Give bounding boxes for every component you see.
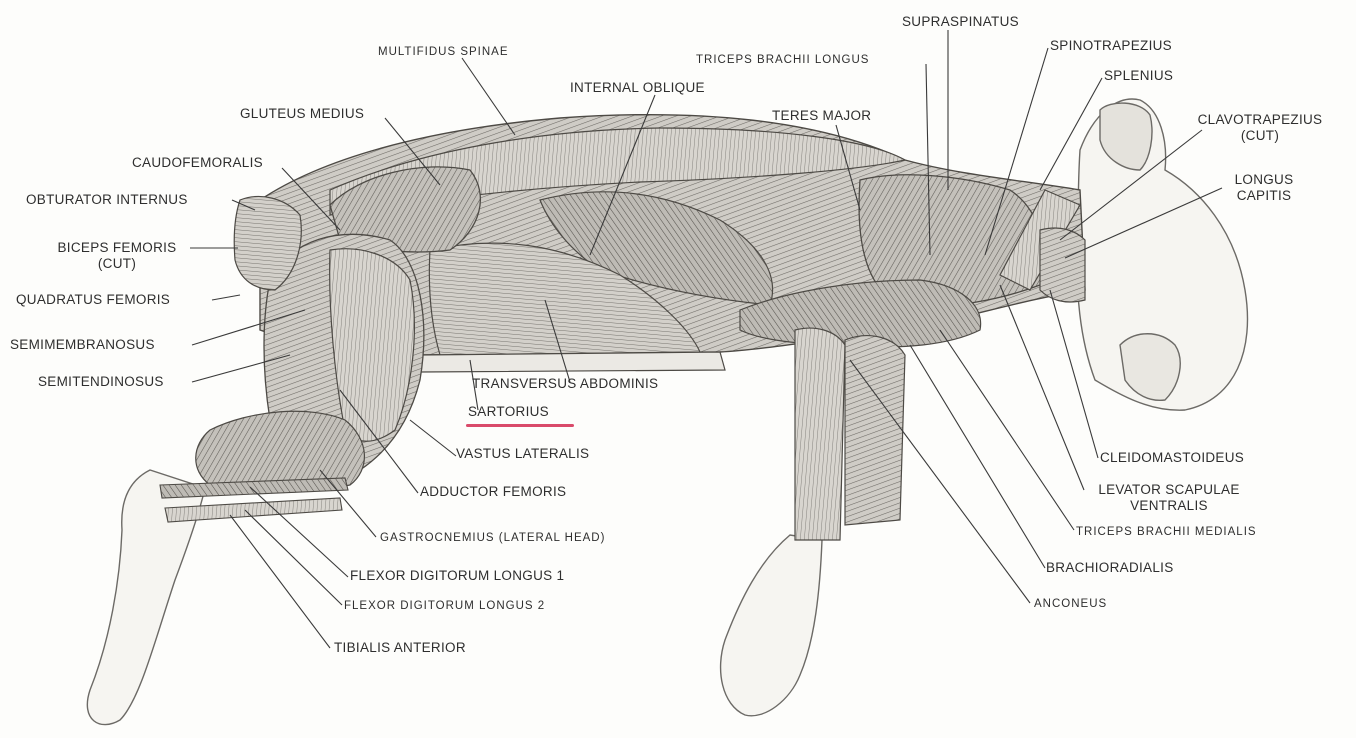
label-multifidus-spinae: MULTIFIDUS SPINAE [378, 44, 509, 60]
label-brachioradialis: BRACHIORADIALIS [1046, 560, 1174, 576]
label-gluteus-medius: GLUTEUS MEDIUS [240, 106, 364, 122]
label-vastus-lateralis: VASTUS LATERALIS [456, 446, 589, 462]
label-supraspinatus: SUPRASPINATUS [902, 14, 1019, 30]
label-tibialis-anterior: TIBIALIS ANTERIOR [334, 640, 466, 656]
label-teres-major: TERES MAJOR [772, 108, 871, 124]
label-triceps-brachii-medialis: TRICEPS BRACHII MEDIALIS [1076, 524, 1257, 540]
label-splenius: SPLENIUS [1104, 68, 1173, 84]
label-triceps-brachii-longus: TRICEPS BRACHII LONGUS [696, 52, 869, 68]
label-spinotrapezius: SPINOTRAPEZIUS [1050, 38, 1172, 54]
label-levator-scapulae: LEVATOR SCAPULAE VENTRALIS [1084, 482, 1254, 514]
label-biceps-femoris-line1: BICEPS FEMORIS [44, 240, 190, 256]
label-clavotrapezius: CLAVOTRAPEZIUS (CUT) [1180, 112, 1340, 144]
label-levator-scapulae-line1: LEVATOR SCAPULAE [1084, 482, 1254, 498]
label-gastrocnemius: GASTROCNEMIUS (LATERAL HEAD) [380, 530, 605, 546]
label-clavotrapezius-line1: CLAVOTRAPEZIUS [1180, 112, 1340, 128]
fore-limb-muscles [795, 328, 905, 540]
label-obturator-internus: OBTURATOR INTERNUS [26, 192, 188, 208]
label-cleidomastoideus: CLEIDOMASTOIDEUS [1100, 450, 1244, 466]
label-adductor-femoris: ADDUCTOR FEMORIS [420, 484, 566, 500]
label-flexor-digitorum-1: FLEXOR DIGITORUM LONGUS 1 [350, 568, 564, 584]
label-anconeus: ANCONEUS [1034, 596, 1107, 612]
label-longus-capitis-line1: LONGUS [1224, 172, 1304, 188]
label-caudofemoralis: CAUDOFEMORALIS [132, 155, 263, 171]
label-longus-capitis-line2: CAPITIS [1224, 188, 1304, 204]
label-semimembranosus: SEMIMEMBRANOSUS [10, 337, 155, 353]
sartorius-highlight-underline [466, 424, 574, 427]
label-clavotrapezius-line2: (CUT) [1180, 128, 1340, 144]
label-internal-oblique: INTERNAL OBLIQUE [570, 80, 705, 96]
label-transversus-abdominis: TRANSVERSUS ABDOMINIS [472, 376, 658, 392]
label-quadratus-femoris: QUADRATUS FEMORIS [16, 292, 170, 308]
label-longus-capitis: LONGUS CAPITIS [1224, 172, 1304, 204]
label-biceps-femoris-line2: (CUT) [44, 256, 190, 272]
label-levator-scapulae-line2: VENTRALIS [1084, 498, 1254, 514]
label-biceps-femoris: BICEPS FEMORIS (CUT) [44, 240, 190, 272]
label-sartorius: SARTORIUS [468, 404, 549, 420]
label-flexor-digitorum-2: FLEXOR DIGITORUM LONGUS 2 [344, 598, 545, 614]
label-semitendinosus: SEMITENDINOSUS [38, 374, 164, 390]
